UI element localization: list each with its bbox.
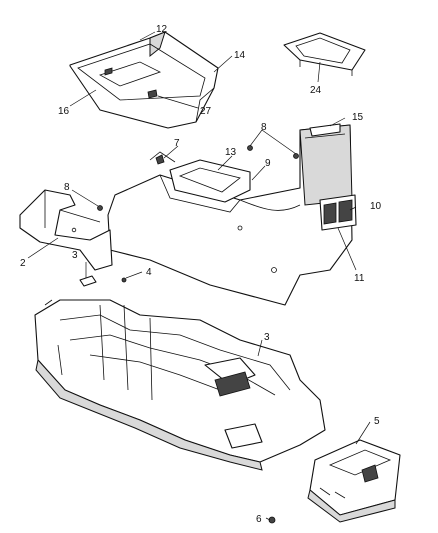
upper-console-housing (107, 123, 357, 306)
callout-10: 10 (370, 201, 382, 212)
callout-15: 15 (352, 112, 364, 123)
callout-9: 9 (265, 158, 271, 169)
rear-cover (307, 439, 401, 523)
left-bracket (19, 189, 113, 271)
upper-console-cover (69, 31, 219, 129)
callout-14: 14 (234, 50, 246, 61)
leader-lines (27, 31, 371, 521)
callouts: 12 14 16 27 24 15 7 8 9 13 8 10 2 11 3 4… (20, 24, 382, 525)
callout-3-left: 3 (72, 250, 78, 261)
callout-16: 16 (58, 106, 70, 117)
callout-7: 7 (174, 138, 180, 149)
callout-8-upper: 8 (261, 122, 267, 133)
callout-5: 5 (374, 416, 380, 427)
callout-11: 11 (354, 273, 365, 284)
callout-13: 13 (225, 147, 237, 158)
callout-24: 24 (310, 85, 322, 96)
callout-6: 6 (256, 514, 262, 525)
callout-2: 2 (20, 258, 26, 269)
bezel-frame (283, 32, 366, 76)
callout-8-left: 8 (64, 182, 70, 193)
callout-27: 27 (200, 106, 212, 117)
console-base (34, 299, 326, 471)
callout-3-right: 3 (264, 332, 270, 343)
callout-4: 4 (146, 267, 152, 278)
callout-12: 12 (156, 24, 168, 35)
